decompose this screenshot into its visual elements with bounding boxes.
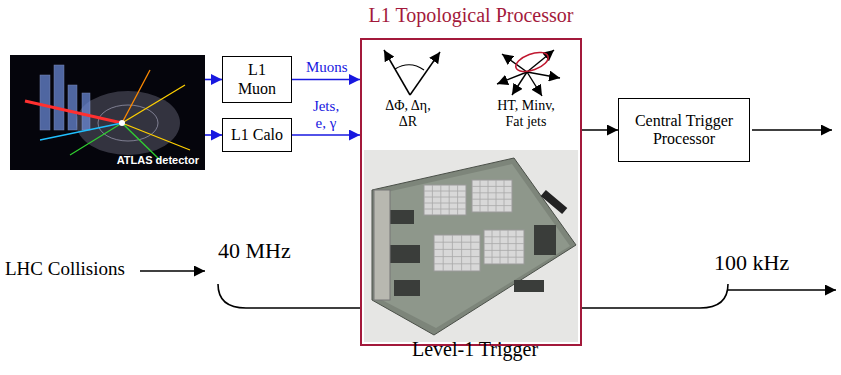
- input-label: LHC Collisions: [5, 258, 125, 280]
- process-box: L1 Calo: [222, 118, 292, 152]
- output-arrow: [752, 129, 832, 131]
- flow-arrow: [582, 129, 618, 131]
- topo-processor-box: L1 Topological ProcessorΔΦ, Δη, ΔRHT, Mi…: [360, 38, 582, 346]
- flow-arrow: [205, 134, 222, 136]
- detector-image: ATLAS detector: [10, 55, 205, 170]
- detector-illustration: [10, 55, 205, 170]
- flow-arrow: [292, 79, 360, 81]
- brace-label: Level-1 Trigger: [412, 338, 538, 361]
- mass-variables: HT, Minv, Fat jets: [490, 98, 562, 130]
- input-arrow: [140, 270, 205, 272]
- box-label: L1 Calo: [231, 126, 283, 144]
- signal-label: Jets, e, γ: [306, 98, 346, 133]
- process-box: Central Trigger Processor: [618, 98, 750, 162]
- flow-arrow: [205, 79, 222, 81]
- rate-arrow: [728, 289, 836, 291]
- process-box: L1 Muon: [222, 56, 292, 103]
- rate-label: 40 MHz: [218, 238, 291, 264]
- processor-title: L1 Topological Processor: [369, 4, 574, 27]
- rate-label: 100 kHz: [714, 250, 789, 276]
- flow-arrow: [292, 134, 360, 136]
- box-label: Central Trigger Processor: [626, 112, 742, 149]
- processor-illustration: [362, 40, 580, 344]
- image-caption: ATLAS detector: [117, 154, 199, 166]
- signal-label: Muons: [306, 59, 346, 76]
- box-label: L1 Muon: [230, 61, 284, 98]
- angle-variables: ΔΦ, Δη, ΔR: [377, 98, 439, 130]
